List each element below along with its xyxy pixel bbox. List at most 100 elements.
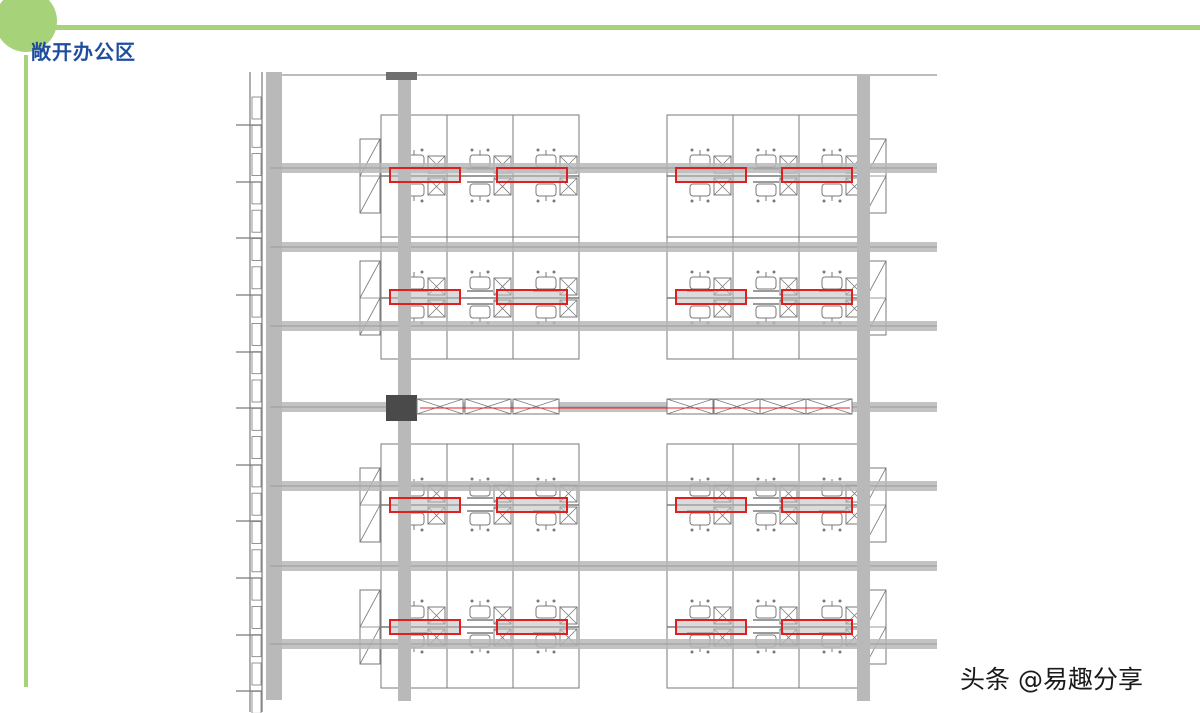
chair-caster (772, 528, 776, 532)
chair-caster (756, 199, 760, 203)
chair-caster (822, 148, 826, 152)
highlighted-desk (781, 497, 853, 513)
column-vertical (857, 75, 870, 701)
pedestal-cross (559, 299, 578, 318)
window-panel (251, 238, 262, 261)
side-cabinet-diag (359, 504, 381, 543)
chair-caster (772, 199, 776, 203)
chair-caster (536, 199, 540, 203)
pedestal-cross (666, 398, 714, 415)
chair-seat (755, 183, 777, 197)
window-panel (251, 209, 262, 233)
page-title: 敞开办公区 (31, 40, 136, 64)
chair-caster (838, 477, 842, 481)
column-vertical (398, 78, 411, 701)
pedestal-cross (416, 398, 464, 415)
chair-seat (469, 276, 491, 290)
chair-caster (690, 477, 694, 481)
chair-caster (838, 270, 842, 274)
window-panel (251, 606, 262, 629)
chair-seat (689, 183, 711, 197)
chair-seat (755, 305, 777, 319)
chair-caster (552, 270, 556, 274)
chair-caster (536, 650, 540, 654)
chair-seat (535, 605, 557, 619)
header-rule (30, 25, 1200, 30)
chair-caster (420, 199, 424, 203)
side-cabinet-diag (359, 260, 381, 299)
window-panel (251, 96, 262, 120)
chair-caster (756, 650, 760, 654)
chair-seat (689, 276, 711, 290)
chair-caster (486, 199, 490, 203)
window-panel (251, 351, 262, 375)
chair-caster (706, 477, 710, 481)
chair-caster (486, 148, 490, 152)
side-rule (24, 55, 28, 687)
pedestal-cross (559, 177, 578, 196)
corridor-cabinets (416, 398, 853, 415)
chair-caster (470, 148, 474, 152)
chair-caster (822, 528, 826, 532)
chair-caster (470, 599, 474, 603)
chair-caster (420, 599, 424, 603)
chair-caster (470, 650, 474, 654)
chair-caster (552, 599, 556, 603)
window-panel (251, 322, 262, 346)
chair-caster (690, 148, 694, 152)
chair-caster (420, 650, 424, 654)
chair-seat (469, 305, 491, 319)
chair-caster (706, 148, 710, 152)
chair-seat (689, 305, 711, 319)
chair-caster (552, 148, 556, 152)
chair-caster (706, 199, 710, 203)
chair-seat (821, 183, 843, 197)
chair-caster (552, 650, 556, 654)
chair-caster (838, 148, 842, 152)
chair-seat (821, 276, 843, 290)
chair-caster (822, 477, 826, 481)
chair-caster (838, 528, 842, 532)
chair-caster (706, 599, 710, 603)
window-panel (251, 521, 262, 544)
chair-caster (470, 199, 474, 203)
chair-caster (756, 148, 760, 152)
chair-seat (469, 183, 491, 197)
chair-caster (822, 599, 826, 603)
chair-seat (821, 605, 843, 619)
chair-caster (706, 528, 710, 532)
chair-seat (535, 305, 557, 319)
window-panel (251, 294, 262, 318)
window-panel (251, 153, 262, 177)
chair-caster (822, 199, 826, 203)
chair-caster (420, 477, 424, 481)
chair-caster (822, 650, 826, 654)
chair-caster (690, 599, 694, 603)
chair-seat (755, 512, 777, 526)
window-panel (251, 549, 262, 573)
chair-caster (756, 599, 760, 603)
highlighted-desk (389, 289, 461, 305)
highlighted-desk (675, 289, 747, 305)
highlighted-desk (389, 167, 461, 183)
chair-caster (772, 650, 776, 654)
window-panel (251, 662, 262, 686)
highlighted-desk (389, 619, 461, 635)
chair-caster (486, 270, 490, 274)
chair-caster (772, 599, 776, 603)
chair-seat (689, 605, 711, 619)
chair-caster (536, 599, 540, 603)
chair-caster (420, 528, 424, 532)
watermark-text: 头条 @易趣分享 (960, 665, 1143, 694)
chair-seat (755, 276, 777, 290)
window-panel (251, 407, 262, 431)
chair-caster (486, 599, 490, 603)
chair-seat (535, 512, 557, 526)
chair-caster (536, 270, 540, 274)
chair-seat (469, 605, 491, 619)
chair-seat (535, 183, 557, 197)
column-core (386, 395, 417, 421)
chair-caster (552, 199, 556, 203)
side-cabinet-diag (359, 175, 381, 214)
chair-caster (838, 650, 842, 654)
